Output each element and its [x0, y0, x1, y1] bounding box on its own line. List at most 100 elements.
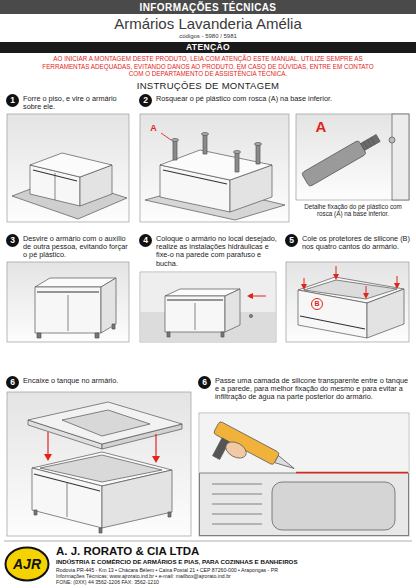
- step-panel: Coloque o armário no local desejado, rea…: [139, 234, 277, 268]
- company-activity: INDÚSTRIA E COMÉRCIO DE ARMÁRIOS E PIAS,…: [56, 559, 411, 566]
- sink-drawing: [28, 402, 182, 444]
- cabinet-drawing: [12, 153, 127, 219]
- foot-detail-drawing: [367, 140, 371, 147]
- illustration-frame: [7, 114, 409, 536]
- sink-drawing: [212, 514, 262, 515]
- step-text: Cole os protetores de silicone (B) nos q…: [302, 234, 410, 251]
- illustration-frame: [7, 392, 191, 536]
- cabinet-drawing: [195, 303, 196, 330]
- cabinet-drawing: [225, 289, 240, 332]
- logo-oval: [6, 548, 49, 581]
- foot-detail-drawing: [301, 131, 382, 187]
- cabinet-drawing: [300, 316, 365, 329]
- foot-detail-drawing: [392, 114, 409, 200]
- company-logo: AJR: [4, 546, 50, 582]
- step-text: Rosquear o pé plástico com rosca (A) na …: [156, 94, 410, 103]
- step-number: 5: [285, 234, 298, 247]
- label-holder: A: [148, 124, 159, 134]
- header-band: INFORMAÇÕES TÉCNICAS: [0, 0, 416, 14]
- company-phone: FONE: (0XX) 44 3562-1206 FAX: 3562-1210: [56, 580, 411, 586]
- cabinet-drawing: [30, 153, 112, 177]
- cabinet-drawing: [68, 295, 69, 331]
- product-codes: códigos - 5980 / 5981: [0, 33, 416, 40]
- arrow-symbol: [366, 286, 367, 294]
- label-holder: Rodovia PR-445 - Km 13 • Chácara Bélem •…: [56, 568, 411, 574]
- label-holder: Informações Técnicas: www.ajrorato.ind.b…: [56, 574, 411, 580]
- sink-drawing: [212, 504, 262, 505]
- sink-drawing: [34, 510, 37, 515]
- silicone-bead: [296, 472, 408, 474]
- cabinet-drawing: [221, 332, 224, 337]
- step-text: Desvire o armário com o auxílio de outra…: [23, 234, 130, 260]
- foot-detail-drawing: [389, 137, 395, 143]
- warning-note: AO INICIAR A MONTAGEM DESTE PRODUTO, LEI…: [38, 55, 378, 78]
- cabinet-drawing: [298, 290, 367, 338]
- sink-drawing: [200, 414, 409, 474]
- step-number: 4: [139, 234, 152, 247]
- sink-drawing: [200, 414, 409, 536]
- cabinet-drawing: [163, 170, 227, 184]
- arrow-symbol: [247, 293, 266, 299]
- label-holder: INSTRUÇÕES DE MONTAGEM: [0, 81, 416, 91]
- cabinet-drawing: [203, 134, 207, 154]
- sink-drawing: [272, 482, 395, 530]
- cabinet-drawing: [234, 151, 241, 154]
- cabinet-drawing: [367, 289, 404, 338]
- arrow-symbol: [252, 296, 266, 297]
- arrow-symbol: [301, 284, 307, 290]
- illustration-frame: [7, 262, 129, 342]
- cabinet-drawing: [173, 140, 177, 160]
- step-text: Passe uma camada de silicone transparent…: [215, 376, 410, 402]
- cabinet-drawing: [37, 291, 99, 292]
- sink-drawing: [212, 484, 262, 485]
- arrow-symbol: [397, 276, 398, 284]
- step-number-text: 3: [10, 236, 15, 245]
- cabinet-drawing: [101, 278, 116, 333]
- arrow-symbol: [333, 274, 339, 280]
- detail-caption: Detalhe fixação do pé plástico com rosca…: [297, 203, 409, 217]
- section-heading: INSTRUÇÕES DE MONTAGEM: [0, 81, 416, 91]
- callout-letter: A: [313, 119, 329, 136]
- step-text: Forre o piso, e vire o armário sobre ele…: [23, 94, 130, 111]
- silicone-gun-drawing: [223, 439, 249, 462]
- node-text: ATENÇÃO: [186, 43, 230, 52]
- foot-detail-drawing: [301, 140, 366, 187]
- foot-detail-drawing: [364, 142, 368, 149]
- illustration-frame: [286, 262, 409, 342]
- sink-drawing: [62, 410, 150, 436]
- sink-drawing: [99, 528, 102, 533]
- company-address: Rodovia PR-445 - Km 13 • Chácara Bélem •…: [56, 568, 411, 574]
- arrow-symbol: [247, 293, 253, 299]
- label-holder: A: [313, 119, 329, 136]
- company-name: A. J. RORATO & CIA LTDA: [56, 545, 411, 558]
- step-number-text: 6: [202, 378, 207, 387]
- document-title: Armários Lavanderia Amélia: [0, 16, 416, 32]
- illustration-frame: [7, 114, 129, 222]
- arrow-symbol: [336, 266, 337, 275]
- label-holder: A. J. RORATO & CIA LTDA: [56, 545, 411, 558]
- illustration-frame: [296, 114, 409, 200]
- step-text: Coloque o armário no local desejado, rea…: [156, 234, 277, 268]
- silicone-gun-drawing: [275, 456, 296, 472]
- cabinet-drawing: [145, 133, 285, 221]
- label-holder: códigos - 5980 / 5981: [0, 33, 416, 40]
- footer-rule: [4, 541, 412, 542]
- cabinet-drawing: [112, 324, 115, 329]
- step-text: Encaixe o tanque no armário.: [23, 376, 192, 385]
- callout-letter: B: [311, 298, 323, 310]
- node-text: INFORMAÇÕES TÉCNICAS: [140, 2, 277, 13]
- sink-drawing: [102, 470, 172, 528]
- step-panel: Forre o piso, e vire o armário sobre ele…: [6, 94, 130, 111]
- arrow-symbol: [394, 283, 400, 289]
- cabinet-drawing: [37, 333, 41, 338]
- cabinet-drawing: [172, 139, 179, 142]
- cabinet-drawing: [35, 287, 101, 333]
- label-holder: B: [311, 298, 323, 310]
- node-text: AJR: [13, 557, 41, 571]
- foot-detail-drawing: [361, 135, 381, 151]
- label-holder: AO INICIAR A MONTAGEM DESTE PRODUTO, LEI…: [38, 55, 378, 78]
- step-number: 3: [6, 234, 19, 247]
- step-number-text: 2: [143, 96, 148, 105]
- label-holder: FONE: (0XX) 44 3562-1206 FAX: 3562-1210: [56, 580, 411, 586]
